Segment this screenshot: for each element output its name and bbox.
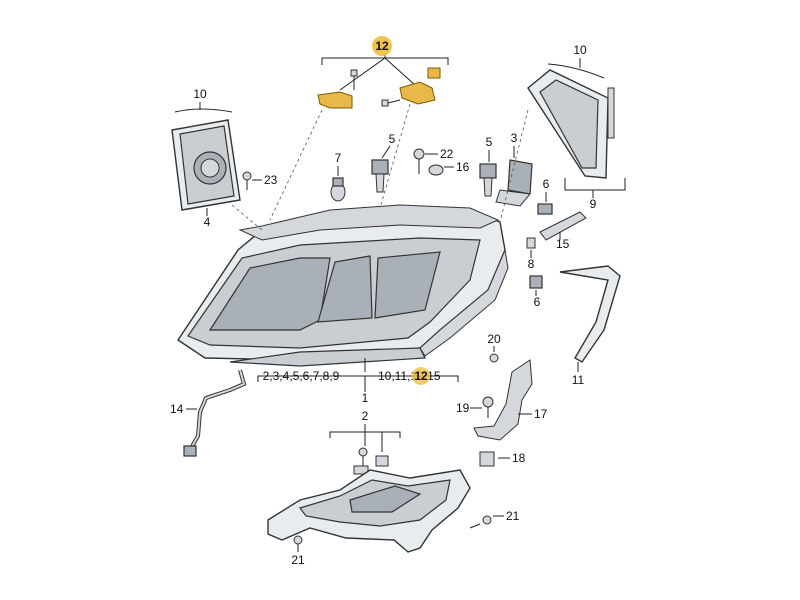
label-6-upper: 6 xyxy=(543,177,550,191)
wiring-harness-14: 14 xyxy=(170,369,247,457)
lamp-15: 15 xyxy=(539,211,587,251)
label-22: 22 xyxy=(440,147,454,161)
label-contents-left: 2,3,4,5,6,7,8,9 xyxy=(263,369,340,383)
screw-21-bottom: 21 xyxy=(291,535,305,567)
label-20: 20 xyxy=(487,332,501,346)
label-5-right: 5 xyxy=(486,135,493,149)
bracket-screw-2 xyxy=(381,99,401,107)
label-12-group: 12 xyxy=(375,39,389,53)
label-17: 17 xyxy=(534,407,548,421)
bracket-screw-1 xyxy=(350,69,358,90)
label-21-bottom: 21 xyxy=(291,553,305,567)
screw-21-right: 21 xyxy=(469,509,520,529)
label-5-left: 5 xyxy=(389,132,396,146)
label-4: 4 xyxy=(204,215,211,229)
label-16: 16 xyxy=(456,160,470,174)
label-8: 8 xyxy=(528,257,535,271)
lower-carrier-2: 2 18 21 21 xyxy=(267,409,526,567)
label-3: 3 xyxy=(511,131,518,145)
bulb-6-lower: 6 xyxy=(529,275,543,309)
label-7: 7 xyxy=(335,151,342,165)
label-19: 19 xyxy=(456,401,470,415)
label-15: 15 xyxy=(556,237,570,251)
screw-23 xyxy=(242,171,252,190)
clip-18: 18 xyxy=(479,451,526,467)
cap-16: 16 xyxy=(428,160,470,176)
support-bracket-17: 20 19 17 xyxy=(456,332,548,441)
screw-20 xyxy=(489,346,499,363)
headlight-housing xyxy=(177,204,509,367)
highlight-marker xyxy=(372,36,392,56)
label-23: 23 xyxy=(264,173,278,187)
screw-22: 22 xyxy=(413,147,454,174)
clip-carrier-1 xyxy=(353,465,369,475)
label-21-right: 21 xyxy=(506,509,520,523)
rear-cover-left: 10 4 23 xyxy=(171,87,278,231)
label-contents-right-prefix: 10,11, xyxy=(378,369,410,383)
trim-strip-11: 11 xyxy=(559,265,621,387)
clip-carrier-2 xyxy=(375,455,389,467)
label-18: 18 xyxy=(512,451,526,465)
label-6-lower: 6 xyxy=(534,295,541,309)
screw-carrier-top xyxy=(358,447,368,466)
label-9: 9 xyxy=(590,197,597,211)
label-10-right: 10 xyxy=(573,43,587,57)
mounting-bracket-left xyxy=(317,91,353,109)
label-14: 14 xyxy=(170,402,184,416)
bulb-5-right: 5 xyxy=(479,135,497,197)
label-contents-right: 10,11,12,15 xyxy=(378,369,441,383)
rear-cover-right: 10 9 xyxy=(499,43,626,223)
highlight-marker-inline xyxy=(412,367,430,385)
bracket-clip xyxy=(427,67,441,79)
control-unit-3: 3 xyxy=(495,131,533,207)
bracket-group-12: 12 xyxy=(269,36,449,221)
mounting-bracket-right xyxy=(399,81,436,105)
bulb-6-upper: 6 xyxy=(537,177,553,215)
screw-19 xyxy=(482,396,494,418)
label-2: 2 xyxy=(362,409,369,423)
label-12-inline: 12 xyxy=(414,369,428,383)
label-1: 1 xyxy=(362,391,369,405)
bulb-8: 8 xyxy=(526,237,536,271)
bulb-7: 7 xyxy=(330,151,346,202)
assembly-bracket: 2,3,4,5,6,7,8,9 10,11,12,15 12 1 xyxy=(257,358,459,405)
bulb-5-left: 5 xyxy=(371,132,396,193)
label-11: 11 xyxy=(572,373,585,387)
label-10-left: 10 xyxy=(193,87,207,101)
